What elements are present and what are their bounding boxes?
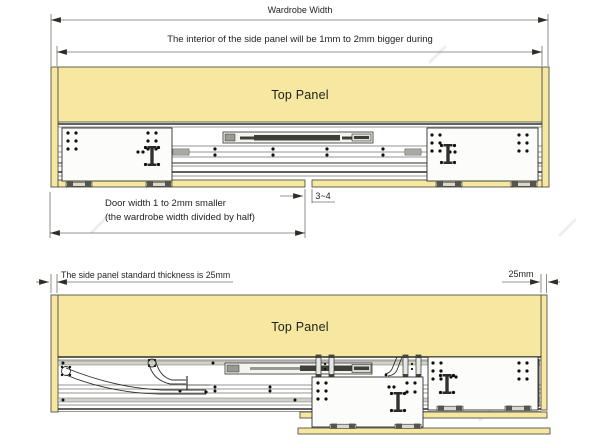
left-sliding-door — [61, 127, 173, 188]
top-panel-2 — [57, 294, 542, 358]
top-panel — [57, 66, 543, 123]
bottom-slider-rail — [224, 362, 373, 375]
bottom-diagram: The side panel standard thickness is 25m… — [36, 269, 560, 435]
soft-close-damper-short — [147, 358, 210, 390]
side-panel-25mm-dimension: 25mm — [502, 269, 560, 293]
door-width-dimension: Door width 1 to 2mm smaller (the wardrob… — [49, 192, 305, 238]
side-panel-thickness-dimension: The side panel standard thickness is 25m… — [36, 270, 233, 293]
top-diagram: Wardrobe Width The interior of the side … — [49, 5, 550, 238]
door-width-note-line2: (the wardrobe width divided by half) — [105, 212, 255, 223]
door-gap-label: 3~4 — [315, 191, 330, 201]
front-door-bottom-rail — [297, 427, 551, 435]
side-panel-thickness-label: 25mm — [508, 269, 533, 279]
wardrobe-width-dimension: Wardrobe Width — [50, 5, 549, 66]
right-side-panel-2 — [540, 294, 548, 411]
top-panel-label-2: Top Panel — [271, 320, 328, 334]
top-panel-label: Top Panel — [271, 88, 328, 102]
rear-sliding-door — [427, 356, 539, 412]
soft-close-damper-long — [60, 365, 208, 395]
side-panel-note-label: The side panel standard thickness is 25m… — [61, 270, 230, 280]
door-width-note-line1: Door width 1 to 2mm smaller — [105, 198, 226, 209]
interior-width-dimension: The interior of the side panel will be 1… — [56, 34, 543, 66]
rail-connector-left — [172, 148, 190, 156]
top-slider-rail — [222, 131, 374, 144]
interior-note-label: The interior of the side panel will be 1… — [167, 34, 433, 45]
rear-door-bottom-rail — [299, 411, 548, 419]
door-gap-dimension: 3~4 — [280, 189, 335, 238]
hanger-bracket-2 — [402, 354, 422, 378]
rail-connector-right — [404, 148, 422, 156]
wardrobe-width-label: Wardrobe Width — [268, 5, 333, 15]
right-sliding-door — [426, 127, 539, 188]
left-side-panel-2 — [50, 294, 59, 413]
right-side-panel — [541, 66, 550, 188]
door-bottom-rail-left — [57, 179, 306, 188]
left-side-panel — [50, 66, 59, 188]
front-sliding-door — [311, 376, 424, 428]
diagonal-damper-arm — [384, 356, 403, 377]
